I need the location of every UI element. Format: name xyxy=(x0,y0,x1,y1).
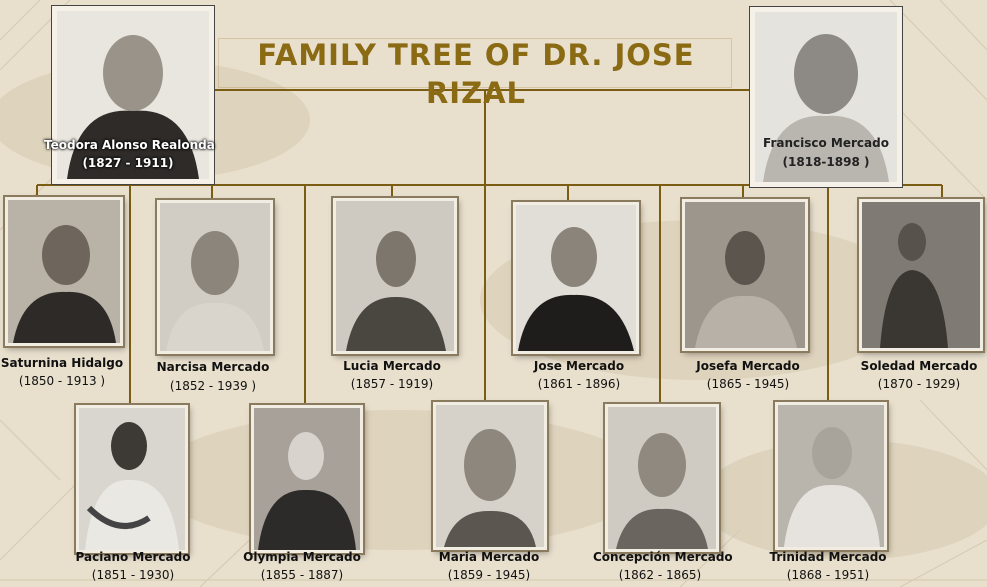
child-years: (1865 - 1945) xyxy=(706,377,790,391)
child-name: Lucia Mercado xyxy=(343,359,441,373)
child-photo-lucia xyxy=(333,198,457,354)
child-name: Soledad Mercado xyxy=(860,359,978,373)
child-years: (1855 - 1887) xyxy=(260,568,344,582)
child-years: (1862 - 1865) xyxy=(618,568,702,582)
father-photo xyxy=(750,7,902,187)
child-years: (1851 - 1930) xyxy=(91,568,175,582)
child-name: Jose Mercado xyxy=(533,359,625,373)
child-name: Olympia Mercado xyxy=(243,550,361,564)
page-title: FAMILY TREE OF DR. JOSE RIZAL xyxy=(257,38,695,110)
child-photo-concepcion xyxy=(605,404,719,552)
father-years: (1818-1898 ) xyxy=(782,155,870,169)
child-photo-olympia xyxy=(251,405,363,553)
child-name: Josefa Mercado xyxy=(696,359,800,373)
child-years: (1852 - 1939 ) xyxy=(169,379,257,393)
child-photo-soledad xyxy=(859,199,983,351)
father-name: Francisco Mercado xyxy=(763,136,889,150)
portrait-image xyxy=(755,12,897,182)
child-years: (1850 - 1913 ) xyxy=(18,374,106,388)
child-name: Saturnina Hidalgo xyxy=(0,356,124,370)
portrait-image xyxy=(57,11,209,179)
child-years: (1868 - 1951) xyxy=(786,568,870,582)
child-years: (1870 - 1929) xyxy=(877,377,961,391)
child-years: (1857 - 1919) xyxy=(350,377,434,391)
child-photo-paciano xyxy=(76,405,188,553)
child-photo-trinidad xyxy=(775,402,887,550)
mother-years: (1827 - 1911) xyxy=(82,156,174,170)
child-years: (1859 - 1945) xyxy=(447,568,531,582)
child-name: Concepción Mercado xyxy=(593,550,733,564)
child-name: Trinidad Mercado xyxy=(769,550,887,564)
child-name: Maria Mercado xyxy=(438,550,540,564)
child-photo-maria xyxy=(433,402,547,550)
child-name: Narcisa Mercado xyxy=(156,360,270,374)
child-years: (1861 - 1896) xyxy=(537,377,621,391)
mother-name: Teodora Alonso Realonda xyxy=(44,138,215,152)
child-photo-saturnina xyxy=(5,197,123,346)
mother-photo xyxy=(52,6,214,184)
child-photo-jose xyxy=(513,202,639,354)
child-photo-josefa xyxy=(682,199,808,351)
child-name: Paciano Mercado xyxy=(75,550,191,564)
child-photo-narcisa xyxy=(157,200,273,354)
title-frame xyxy=(218,38,732,88)
